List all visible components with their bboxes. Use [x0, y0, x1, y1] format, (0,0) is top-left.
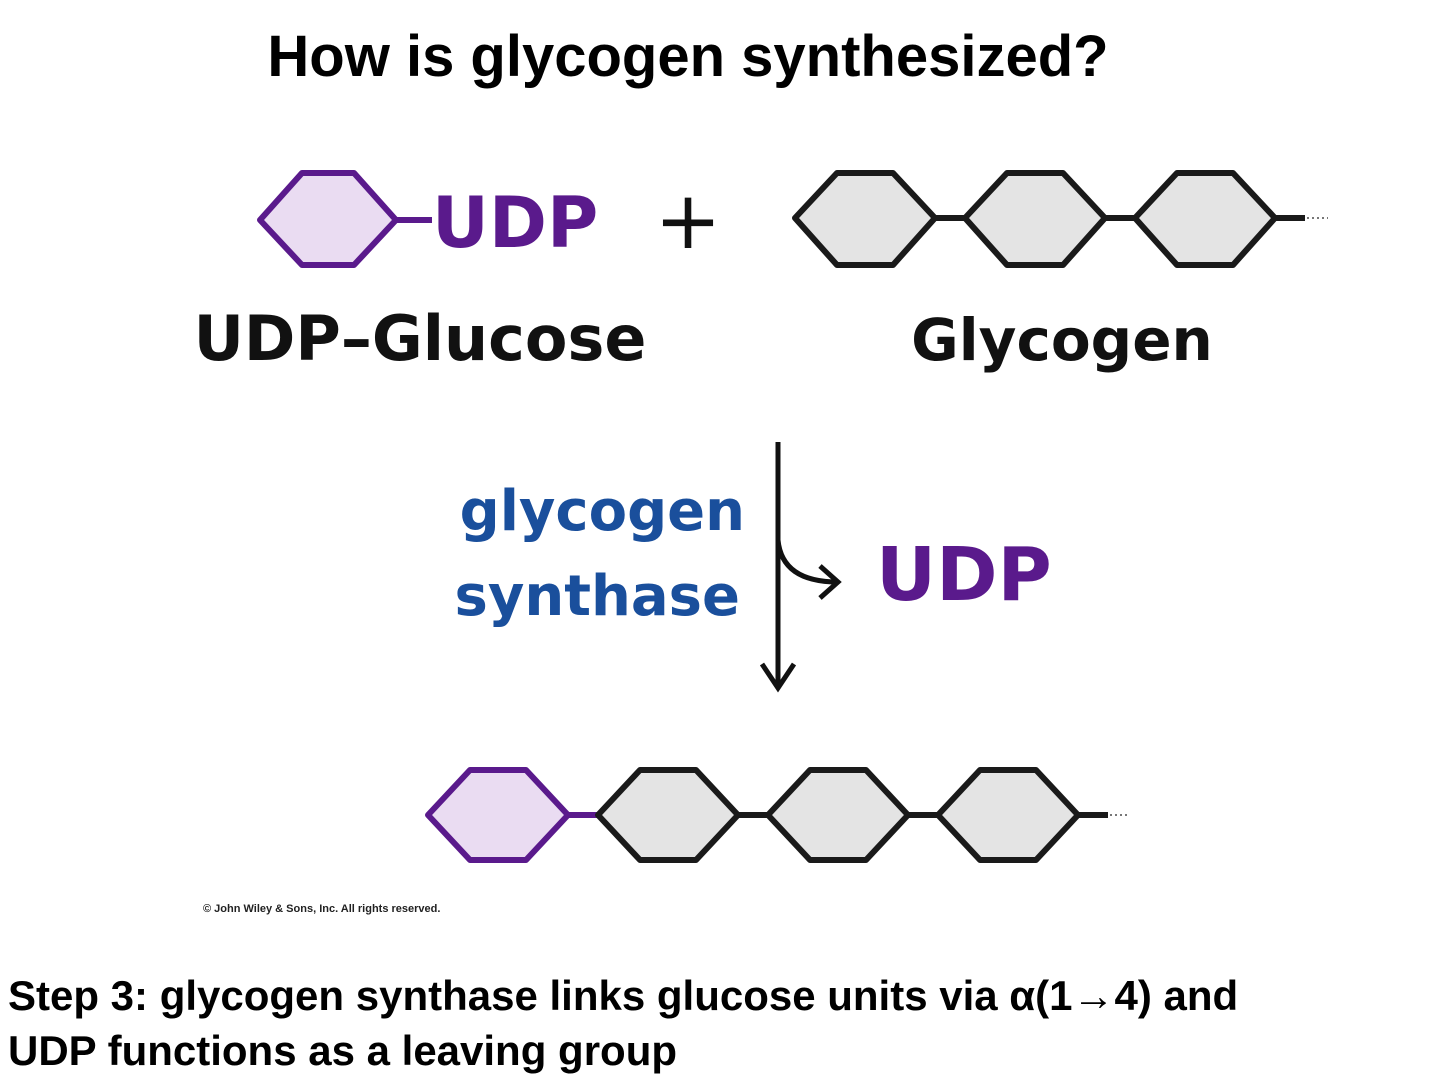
glycogen-glucose-ring-icon — [1132, 170, 1278, 268]
udp-attached-label: UDP — [432, 182, 598, 264]
caption-line1: Step 3: glycogen synthase links glucose … — [8, 972, 1238, 1019]
glycogen-glucose-ring-icon — [792, 170, 938, 268]
added-glucose-ring-icon — [425, 767, 571, 863]
udp-glucose-label: UDP–Glucose — [194, 302, 647, 375]
glycogen-chain-product — [425, 767, 1130, 863]
enzyme-label-line1: glycogen — [460, 479, 745, 544]
byproduct-branch-arrow — [775, 539, 839, 585]
glycogen-glucose-ring-icon — [935, 767, 1081, 863]
plus-sign: + — [654, 174, 721, 267]
glycogen-label: Glycogen — [911, 306, 1213, 374]
caption-line2: UDP functions as a leaving group — [8, 1027, 677, 1074]
glycogen-chain-reactant — [792, 170, 1328, 268]
reaction-arrow — [759, 442, 842, 693]
glycogen-glucose-ring-icon — [595, 767, 741, 863]
reaction-arrow-head — [759, 662, 797, 693]
glycogen-glucose-ring-icon — [765, 767, 911, 863]
glycogen-glucose-ring-icon — [962, 170, 1108, 268]
enzyme-label-line2: synthase — [455, 564, 740, 629]
copyright-notice: © John Wiley & Sons, Inc. All rights res… — [203, 903, 440, 915]
udp-glucose-molecule: UDP — [257, 170, 598, 268]
udp-byproduct-label: UDP — [876, 532, 1052, 618]
byproduct-arrow-head — [818, 564, 842, 600]
glucose-ring-icon — [257, 170, 399, 268]
page-title: How is glycogen synthesized? — [267, 24, 1108, 89]
